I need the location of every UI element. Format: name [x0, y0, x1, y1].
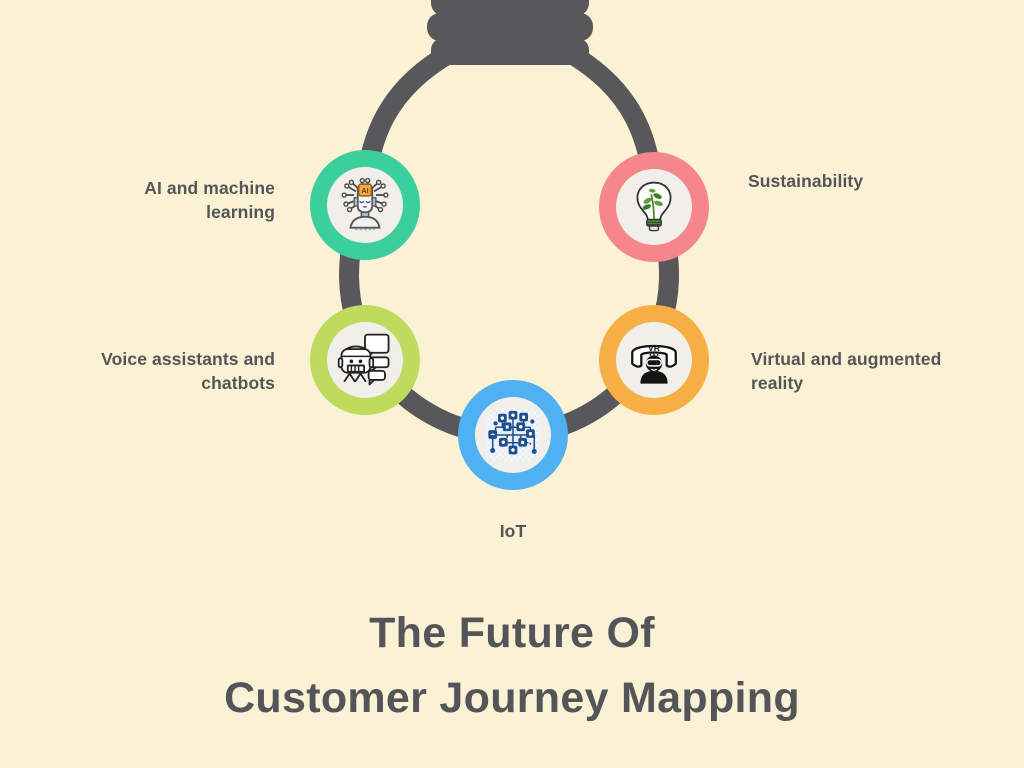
label-ai-machine-learning: AI and machine learning	[144, 178, 275, 222]
node-iot	[458, 380, 568, 490]
plant-lightbulb-icon	[636, 181, 672, 232]
node-vr: VR	[599, 305, 709, 415]
label-voice-assistants: Voice assistants and chatbots	[101, 349, 275, 393]
node-ai-inner: AI	[327, 167, 403, 243]
node-sustainability	[599, 152, 709, 262]
node-iot-inner	[475, 397, 551, 473]
svg-text:AI: AI	[361, 186, 368, 195]
vr-headset-icon: VR	[631, 343, 677, 384]
node-voice-assistants	[310, 305, 420, 415]
page-title: The Future Of Customer Journey Mapping	[0, 601, 1024, 731]
title-line-1: The Future Of	[369, 609, 655, 657]
label-iot: IoT	[499, 521, 527, 541]
label-virtual-augmented-reality: Virtual and augmented reality	[751, 349, 942, 393]
node-sustainability-inner	[616, 169, 692, 245]
chatbot-speech-bubbles-icon	[337, 333, 390, 386]
title-line-2: Customer Journey Mapping	[224, 674, 800, 722]
label-sustainability: Sustainability	[748, 171, 864, 191]
node-ai: AI	[310, 150, 420, 260]
svg-text:VR: VR	[648, 343, 661, 353]
node-vr-inner: VR	[616, 322, 692, 398]
iot-network-icon	[485, 408, 541, 462]
node-voice-assistants-inner	[327, 322, 403, 398]
ai-robot-head-icon: AI	[341, 177, 389, 231]
lightbulb-screw-cap	[427, 0, 593, 65]
